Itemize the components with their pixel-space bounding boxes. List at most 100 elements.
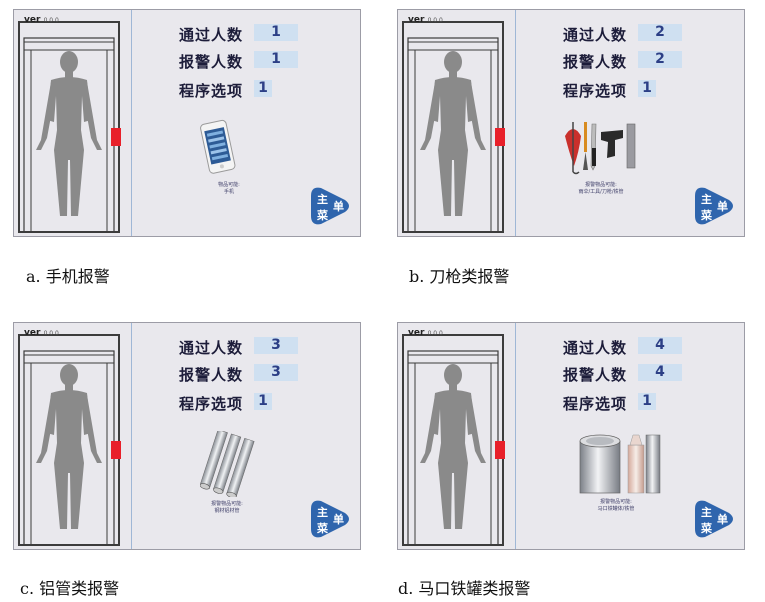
version-text: ver [24,15,41,25]
alarm-count-value: 2 [638,51,682,68]
program-option-value: 1 [254,393,272,410]
version-text: ver [24,328,41,338]
version-text: ver [408,15,425,25]
passed-count-label: 通过人数 [563,26,628,44]
alarm-count-value: 1 [254,51,298,68]
weapons-icon [565,122,636,175]
menu-char-cai: 菜 [701,522,712,535]
detected-item [578,431,664,499]
program-option-label: 程序选项 [179,82,244,100]
version-number: 0.0.0 [43,330,59,337]
possible-items-note: 物品可能:手机 [199,182,259,196]
menu-char-cai: 菜 [701,209,712,222]
metal-detector-gate [18,21,121,233]
passed-count-value: 3 [254,337,298,354]
program-option-value: 1 [254,80,272,97]
note-line-2: 钢材铝材管 [214,508,240,514]
note-line-2: 马口铁罐体/铁管 [597,506,635,512]
passed-count-value: 4 [638,337,682,354]
menu-char-dan: 单 [333,513,344,526]
menu-char-main: 主 [317,193,328,206]
version-text: ver [408,328,425,338]
alarm-indicator [111,128,121,146]
menu-button-shape [311,187,349,225]
version-label: ver 0.0.0 [24,328,59,338]
gate-graphic [14,10,132,236]
gate-graphic [14,323,132,549]
caption-a: a. 手机报警 [26,267,110,286]
detected-item [561,118,645,180]
note-line-1: 物品可能: [218,182,240,188]
menu-button-shape [695,187,733,225]
caption-c: c. 铝管类报警 [20,579,120,598]
caption-b: b. 刀枪类报警 [409,267,510,286]
menu-char-cai: 菜 [317,522,328,535]
program-option-label: 程序选项 [563,82,628,100]
version-number: 0.0.0 [427,17,443,24]
aluminum-pipes-icon [199,429,255,499]
version-label: ver 0.0.0 [24,15,59,25]
divider [131,323,132,549]
alarm-screen-c: ver 0.0.0 通过人数 3 报警人数 3 程序选项 1 报警物品可能:钢材铝材管 主单菜 [13,322,361,550]
possible-items-note: 报警物品可能:马口铁罐体/铁管 [576,499,656,513]
alarm-screen-b: ver 0.0.0 通过人数 2 报警人数 2 程序选项 1 报警物品可能:雨伞/工具/刀枪/… [397,9,745,237]
possible-items-note: 报警物品可能:雨伞/工具/刀枪/铁管 [561,182,641,196]
main-menu-button[interactable]: 主单菜 [309,497,353,541]
person-silhouette [420,364,486,529]
alarm-count-value: 4 [638,364,682,381]
menu-char-main: 主 [317,506,328,519]
program-option-value: 1 [638,393,656,410]
menu-button-shape [311,500,349,538]
program-option-value: 1 [638,80,656,97]
alarm-indicator [495,441,505,459]
note-line-2: 雨伞/工具/刀枪/铁管 [578,189,624,195]
phone-icon [200,119,236,174]
note-line-1: 报警物品可能: [600,499,632,505]
note-line-1: 报警物品可能: [585,182,617,188]
menu-char-main: 主 [701,193,712,206]
main-menu-button[interactable]: 主单菜 [693,497,737,541]
caption-d: d. 马口铁罐类报警 [398,579,531,598]
menu-char-dan: 单 [717,200,728,213]
note-line-2: 手机 [223,189,234,195]
detected-item [199,429,260,501]
menu-char-main: 主 [701,506,712,519]
alarm-count-label: 报警人数 [179,366,244,384]
passed-count-label: 通过人数 [563,339,628,357]
gate-graphic [398,323,516,549]
program-option-label: 程序选项 [563,395,628,413]
divider [131,10,132,236]
alarm-count-label: 报警人数 [563,53,628,71]
gate-graphic [398,10,516,236]
metal-detector-gate [402,21,505,233]
detected-item [197,118,237,182]
passed-count-label: 通过人数 [179,26,244,44]
divider [515,323,516,549]
alarm-count-label: 报警人数 [563,366,628,384]
menu-char-dan: 单 [717,513,728,526]
passed-count-value: 1 [254,24,298,41]
person-silhouette [36,364,102,529]
person-silhouette [420,51,486,216]
menu-char-dan: 单 [333,200,344,213]
program-option-label: 程序选项 [179,395,244,413]
menu-char-cai: 菜 [317,209,328,222]
possible-items-note: 报警物品可能:钢材铝材管 [197,501,257,515]
metal-detector-gate [402,334,505,546]
cans-icon [579,434,661,494]
alarm-indicator [495,128,505,146]
passed-count-label: 通过人数 [179,339,244,357]
version-number: 0.0.0 [427,330,443,337]
alarm-count-value: 3 [254,364,298,381]
main-menu-button[interactable]: 主单菜 [309,184,353,228]
divider [515,10,516,236]
passed-count-value: 2 [638,24,682,41]
main-menu-button[interactable]: 主单菜 [693,184,737,228]
alarm-count-label: 报警人数 [179,53,244,71]
note-line-1: 报警物品可能: [211,501,243,507]
person-silhouette [36,51,102,216]
version-number: 0.0.0 [43,17,59,24]
alarm-indicator [111,441,121,459]
